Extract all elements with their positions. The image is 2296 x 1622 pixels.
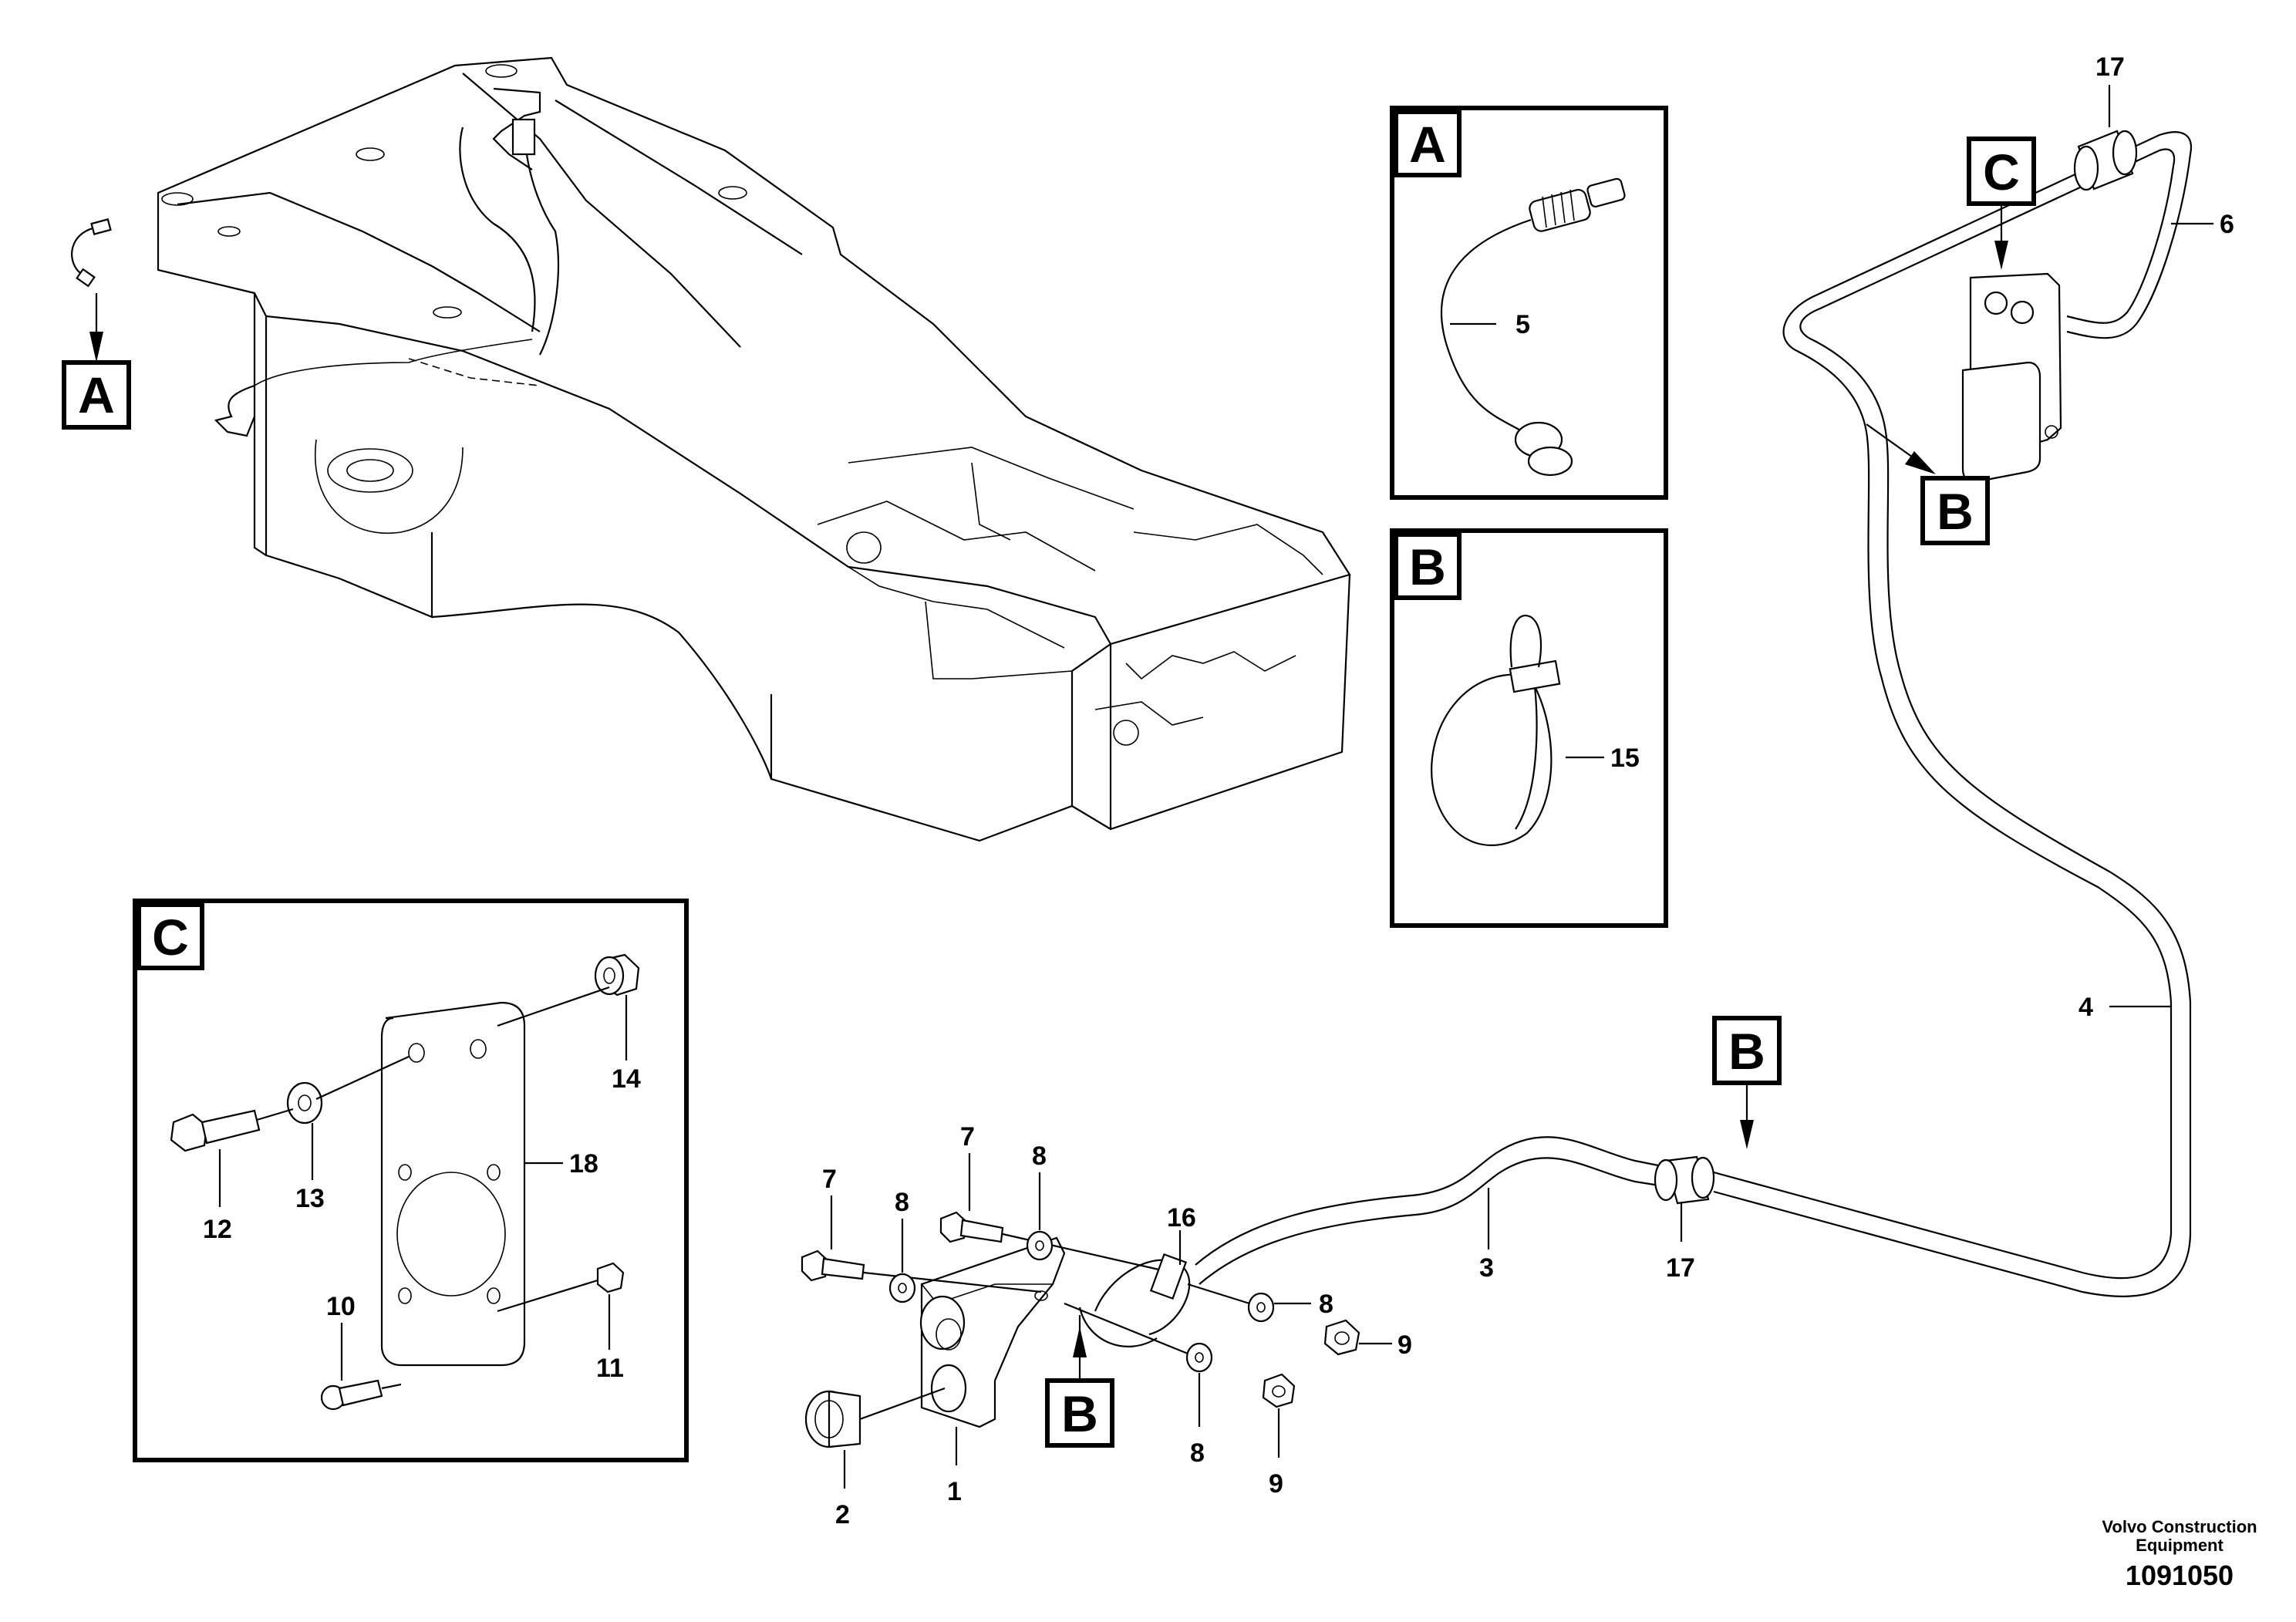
part-label-3: 3 bbox=[1479, 1253, 1494, 1283]
part-label-8-left: 8 bbox=[895, 1188, 909, 1217]
part-label-10: 10 bbox=[326, 1292, 356, 1321]
part-label-14: 14 bbox=[612, 1064, 641, 1094]
part-label-7-left: 7 bbox=[822, 1165, 837, 1194]
part-label-11: 11 bbox=[596, 1354, 624, 1383]
company-name-line2: Equipment bbox=[2136, 1536, 2224, 1555]
part-labels: 5 15 17 6 4 17 3 16 7 7 8 8 8 9 8 9 1 2 … bbox=[203, 52, 2234, 1529]
inset-a-title: A bbox=[1409, 116, 1446, 173]
part-label-8-lower: 8 bbox=[1190, 1438, 1205, 1468]
part-label-5: 5 bbox=[1515, 310, 1530, 339]
inset-c-title: C bbox=[152, 909, 189, 966]
callout-letter-c: C bbox=[1983, 143, 2020, 201]
part-label-2: 2 bbox=[835, 1500, 850, 1529]
part-label-7-right: 7 bbox=[960, 1122, 975, 1152]
part-label-6: 6 bbox=[2220, 210, 2234, 239]
callout-letter-a: A bbox=[78, 366, 115, 423]
inset-b bbox=[1390, 528, 1668, 928]
part-label-8-right: 8 bbox=[1032, 1141, 1047, 1171]
callout-box-b-cable: B bbox=[1712, 1016, 1782, 1085]
callout-box-c-bracket: C bbox=[1967, 137, 2036, 206]
part-label-17-bottom: 17 bbox=[1666, 1253, 1695, 1283]
part-label-12: 12 bbox=[203, 1215, 232, 1244]
part-label-8-upper: 8 bbox=[1319, 1290, 1333, 1319]
callout-box-b-loop: B bbox=[1920, 476, 1990, 545]
callout-letter-b-loop: B bbox=[1937, 483, 1974, 540]
callout-letter-b-bracket: B bbox=[1061, 1385, 1098, 1442]
part-label-9-upper: 9 bbox=[1397, 1330, 1412, 1360]
part-label-13: 13 bbox=[295, 1184, 325, 1213]
part-label-18: 18 bbox=[569, 1149, 598, 1179]
callout-letter-b-cable: B bbox=[1728, 1023, 1765, 1080]
inset-b-title: B bbox=[1409, 538, 1446, 595]
part-label-15: 15 bbox=[1610, 744, 1640, 773]
part-label-9-lower: 9 bbox=[1269, 1469, 1283, 1499]
connector-harness-icon bbox=[71, 218, 112, 363]
callout-box-b-bracket: B bbox=[1045, 1378, 1114, 1448]
bracket-assembly bbox=[801, 1153, 1392, 1489]
callout-box-a-main: A bbox=[62, 360, 131, 430]
drawing-footer: Volvo Construction Equipment 1091050 bbox=[2102, 1517, 2257, 1591]
inset-a bbox=[1390, 106, 1668, 500]
inset-c bbox=[133, 899, 689, 1462]
machine-frame-drawing bbox=[157, 56, 1351, 842]
company-name-line1: Volvo Construction bbox=[2102, 1517, 2257, 1536]
part-label-1: 1 bbox=[947, 1477, 962, 1506]
cables bbox=[1195, 85, 2213, 1297]
drawing-number: 1091050 bbox=[2126, 1560, 2234, 1591]
part-label-16: 16 bbox=[1167, 1203, 1196, 1233]
part-label-4: 4 bbox=[2079, 993, 2093, 1022]
part-label-17-top: 17 bbox=[2095, 52, 2125, 82]
